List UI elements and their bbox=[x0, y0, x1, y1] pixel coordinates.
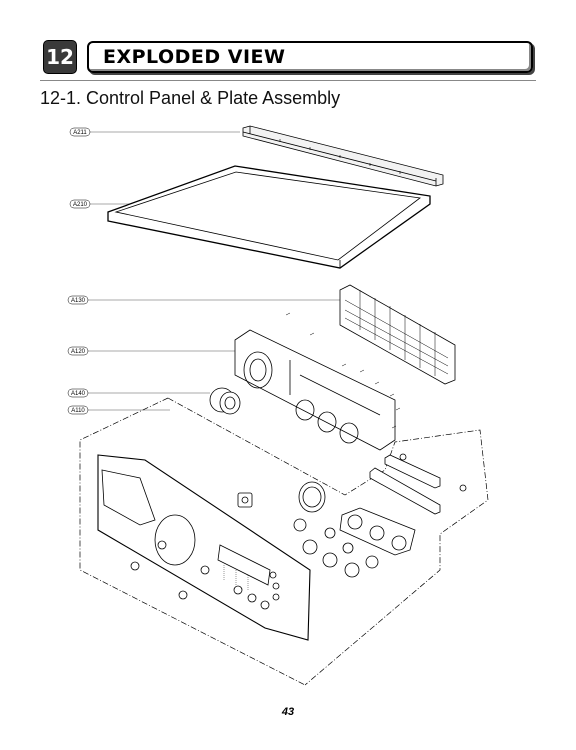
chapter-number: 12 bbox=[46, 45, 74, 69]
control-panel-front bbox=[97, 454, 311, 641]
pcb-assembly-part bbox=[234, 312, 401, 451]
chapter-title: EXPLODED VIEW bbox=[103, 46, 286, 68]
top-plate-part bbox=[107, 165, 431, 269]
svg-text:A140: A140 bbox=[71, 391, 86, 397]
callout-a130: A130 bbox=[67, 295, 89, 305]
callout-a110: A110 bbox=[67, 405, 89, 415]
chapter-title-box: EXPLODED VIEW bbox=[87, 41, 533, 73]
encoder-parts bbox=[339, 453, 467, 556]
svg-text:A130: A130 bbox=[71, 298, 86, 304]
knob-part bbox=[209, 387, 241, 415]
svg-text:A211: A211 bbox=[73, 130, 87, 136]
assembly-boundary bbox=[79, 397, 489, 686]
callout-a210: A210 bbox=[69, 199, 91, 209]
callout-leaders bbox=[88, 131, 340, 411]
page-number: 43 bbox=[281, 706, 295, 718]
grille-cover-part bbox=[339, 284, 456, 385]
small-parts bbox=[237, 481, 379, 578]
chapter-number-badge: 12 bbox=[44, 41, 76, 73]
svg-text:A210: A210 bbox=[73, 202, 88, 208]
svg-text:A120: A120 bbox=[71, 349, 86, 355]
svg-text:A110: A110 bbox=[71, 408, 85, 414]
rail-bracket-part bbox=[242, 125, 444, 187]
callout-a120: A120 bbox=[67, 346, 89, 356]
section-title: 12-1. Control Panel & Plate Assembly bbox=[40, 88, 341, 108]
exploded-view-diagram: A211 A210 A130 A120 A140 A110 bbox=[67, 125, 489, 686]
header-rule bbox=[40, 80, 536, 81]
callout-labels: A211 A210 A130 A120 A140 A110 bbox=[67, 127, 91, 415]
callout-a140: A140 bbox=[67, 388, 89, 398]
callout-a211: A211 bbox=[69, 127, 91, 137]
